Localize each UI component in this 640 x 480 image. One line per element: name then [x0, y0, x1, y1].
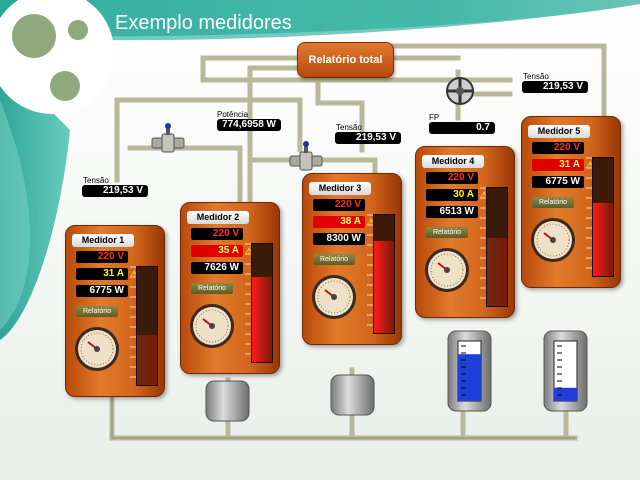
meter-5-level-bar [592, 157, 614, 277]
readout-tensao-mid: 219,53 V [335, 132, 401, 144]
meter-3-voltage: 220 V [313, 199, 365, 211]
meter-1-power: 6775 W [76, 285, 128, 297]
readout-potencia: 774,6958 W [217, 119, 281, 131]
meter-2-level-fill [252, 277, 272, 362]
meter-1-voltage: 220 V [76, 251, 128, 263]
tank-2 [330, 374, 375, 421]
meter-2-level-bar [251, 243, 273, 363]
meter-4-power: 6513 W [426, 206, 478, 218]
meter-5-level-fill [593, 202, 613, 276]
label-tensao-mid: Tensão [336, 123, 362, 132]
meter-1-warning-icon: ⚠ [130, 269, 139, 279]
meter-2-title: Medidor 2 [187, 211, 249, 224]
meter-4-warning-icon: ⚠ [480, 190, 489, 200]
meter-3-power: 8300 W [313, 233, 365, 245]
readout-tensao-left: 219,53 V [82, 185, 148, 197]
valve-middle-icon[interactable] [288, 140, 324, 176]
meter-5-warning-icon: ⚠ [586, 160, 595, 170]
meter-1-scale [130, 266, 136, 378]
meter-panel-3: Medidor 3 220 V 38 A⚠8300 W Relatório [302, 173, 402, 345]
meter-4-level-bar [486, 187, 508, 307]
meter-2-power: 7626 W [191, 262, 243, 274]
tank-3 [447, 330, 492, 417]
meter-3-scale [367, 214, 373, 326]
meter-1-current: 31 A [76, 268, 128, 280]
meter-3-level-bar [373, 214, 395, 334]
tank-4-shape [543, 330, 588, 412]
meter-2-scale [245, 243, 251, 355]
meter-4-current: 30 A [426, 189, 478, 201]
readout-tensao-right: 219,53 V [522, 81, 588, 93]
meter-3-level-fill [374, 240, 394, 333]
meter-4-voltage: 220 V [426, 172, 478, 184]
meter-3-warning-icon: ⚠ [367, 217, 376, 227]
valve-left-icon[interactable] [150, 122, 186, 158]
meter-4-gauge-icon [425, 248, 469, 292]
page-title: Exemplo medidores [115, 12, 292, 34]
meter-3-report-button[interactable]: Relatório [313, 254, 355, 265]
meter-4-title: Medidor 4 [422, 155, 484, 168]
meter-2-report-button[interactable]: Relatório [191, 283, 233, 294]
meter-panel-4: Medidor 4 220 V 30 A⚠6513 W Relatório [415, 146, 515, 318]
tank-4 [543, 330, 588, 417]
meter-4-scale [480, 187, 486, 299]
meter-5-report-button[interactable]: Relatório [532, 197, 574, 208]
total-report-button[interactable]: Relatório total [297, 42, 394, 78]
meter-panel-1: Medidor 1 220 V 31 A⚠6775 W Relatório [65, 225, 165, 397]
meter-1-level-bar [136, 266, 158, 386]
meter-5-scale [586, 157, 592, 269]
meter-2-voltage: 220 V [191, 228, 243, 240]
meter-4-level-fill [487, 237, 507, 306]
meter-1-title: Medidor 1 [72, 234, 134, 247]
tank-1 [205, 380, 250, 427]
meter-2-gauge-icon [190, 304, 234, 348]
meter-3-title: Medidor 3 [309, 182, 371, 195]
meter-panel-2: Medidor 2 220 V 35 A⚠7626 W Relatório [180, 202, 280, 374]
readout-fp: 0.7 [429, 122, 495, 134]
meter-1-report-button[interactable]: Relatório [76, 306, 118, 317]
meter-1-gauge-icon [75, 327, 119, 371]
label-fp: FP [429, 113, 440, 122]
meter-5-power: 6775 W [532, 176, 584, 188]
label-potencia: Potência [217, 110, 249, 119]
meter-4-report-button[interactable]: Relatório [426, 227, 468, 238]
flow-wheel-icon[interactable] [445, 76, 475, 106]
tank-1-shape [205, 380, 250, 422]
meter-3-current: 38 A [313, 216, 365, 228]
meter-3-gauge-icon [312, 275, 356, 319]
label-tensao-right: Tensão [523, 72, 549, 81]
meter-2-current: 35 A [191, 245, 243, 257]
meter-2-warning-icon: ⚠ [245, 246, 254, 256]
meter-5-title: Medidor 5 [528, 125, 590, 138]
meter-panel-5: Medidor 5 220 V 31 A⚠6775 W Relatório [521, 116, 621, 288]
meter-5-current: 31 A [532, 159, 584, 171]
meter-1-level-fill [137, 335, 157, 385]
label-tensao-left: Tensão [83, 176, 109, 185]
meter-5-gauge-icon [531, 218, 575, 262]
meter-5-voltage: 220 V [532, 142, 584, 154]
tank-2-shape [330, 374, 375, 416]
tank-3-shape [447, 330, 492, 412]
